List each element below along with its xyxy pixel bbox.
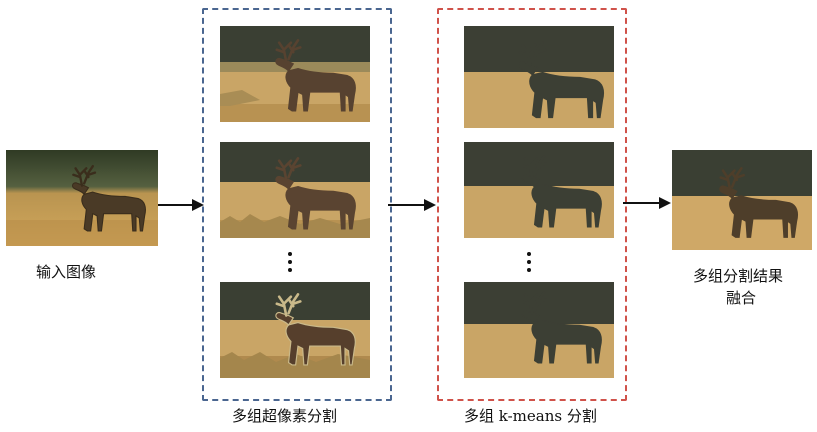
arrow-right-icon — [623, 197, 671, 209]
fusion-label-line1: 多组分割结果 — [693, 267, 784, 285]
kmeans-result-3 — [464, 282, 614, 378]
vertical-ellipsis-icon — [287, 252, 293, 276]
fusion-result-image — [672, 150, 812, 250]
input-image-label: 输入图像 — [36, 263, 97, 281]
superpixel-group-label: 多组超像素分割 — [232, 407, 338, 425]
input-image — [6, 150, 158, 246]
arrow-right-icon — [388, 199, 436, 211]
superpixel-result-1 — [220, 26, 370, 122]
superpixel-result-2 — [220, 142, 370, 238]
kmeans-result-1 — [464, 26, 614, 128]
fusion-label-line2: 融合 — [726, 289, 757, 307]
kmeans-group-box — [437, 8, 627, 401]
kmeans-group-label: 多组 k-means 分割 — [464, 407, 597, 425]
kmeans-result-2 — [464, 142, 614, 238]
vertical-ellipsis-icon — [526, 252, 532, 276]
superpixel-result-3 — [220, 282, 370, 378]
arrow-right-icon — [158, 199, 204, 211]
